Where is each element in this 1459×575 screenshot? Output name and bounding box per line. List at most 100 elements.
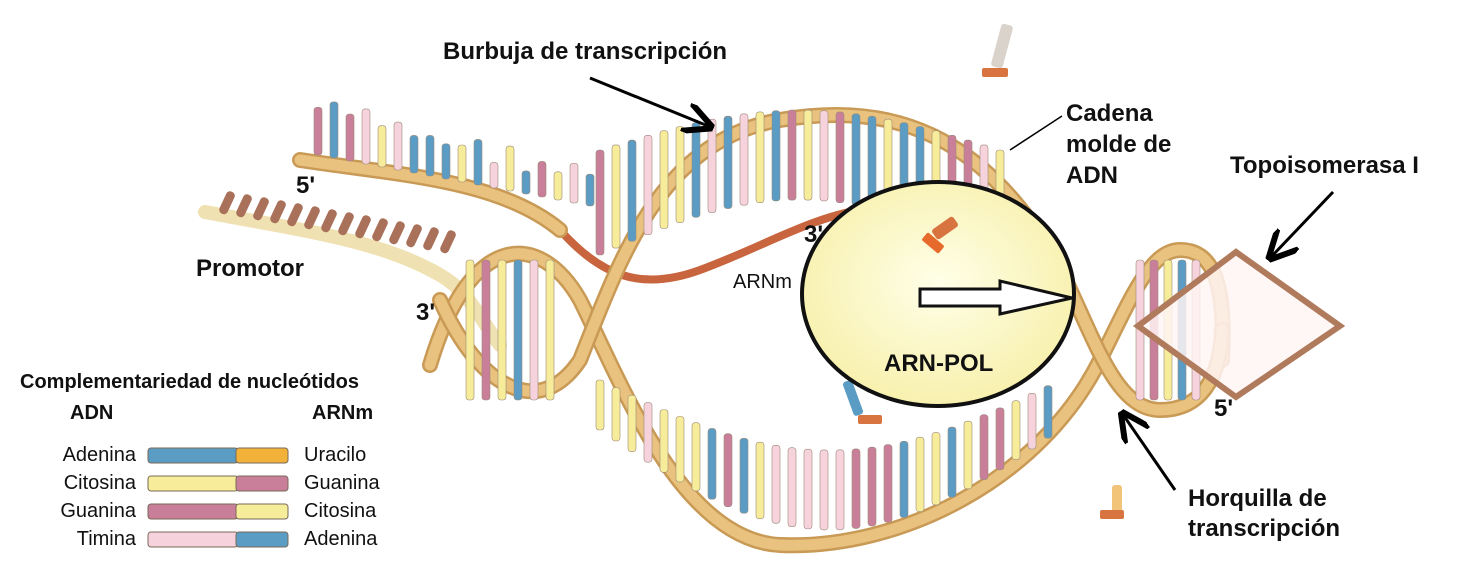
base-pair xyxy=(553,171,563,201)
legend-bar-dna xyxy=(147,475,239,492)
legend-row-2-rna: Guanina xyxy=(304,472,380,494)
five-prime-top-label: 5' xyxy=(296,172,316,199)
three-prime-rna-label: 3' xyxy=(804,221,824,248)
base-pair xyxy=(521,170,531,195)
base-pair xyxy=(497,259,507,401)
base-pair xyxy=(691,422,701,492)
promoter-label: Promotor xyxy=(196,255,304,282)
base-pair xyxy=(675,126,685,223)
free-nucleotide-under-pol xyxy=(842,380,882,424)
topoisomerase-label: Topoisomerasa I xyxy=(1230,152,1419,179)
base-pair xyxy=(627,139,637,242)
template-pointer-line xyxy=(1009,115,1063,151)
rna-polymerase-label: ARN-POL xyxy=(884,350,994,377)
base-pair xyxy=(545,259,555,401)
promoter-nucleotide xyxy=(236,194,252,218)
base-pair xyxy=(1011,400,1021,460)
base-pair xyxy=(691,122,701,218)
promoter-nucleotide xyxy=(389,221,405,245)
base-pair xyxy=(569,162,579,204)
promoter-nucleotide xyxy=(355,215,371,239)
mrna-label: ARNm xyxy=(733,271,792,293)
base-pair xyxy=(1027,393,1037,450)
base-pair xyxy=(595,149,605,256)
legend-bar-dna xyxy=(147,447,239,464)
fork-line-2: transcripción xyxy=(1188,515,1341,542)
fork-line-1: Horquilla de xyxy=(1188,485,1327,512)
base-pair xyxy=(883,444,893,523)
template-line-3: ADN xyxy=(1066,162,1118,189)
base-pair xyxy=(409,135,419,174)
base-pair xyxy=(915,436,925,512)
backbone-2 xyxy=(294,154,566,236)
fork-label: Horquilla de transcripción xyxy=(1188,484,1340,544)
base-pair xyxy=(835,449,845,531)
pol-nucleotide xyxy=(922,216,958,254)
legend-bar-dna xyxy=(147,503,239,520)
base-pair xyxy=(947,426,957,498)
promoter-nucleotide xyxy=(321,209,337,233)
base-pair xyxy=(995,407,1005,471)
promoter-nucleotide xyxy=(372,218,388,242)
base-pair xyxy=(1043,385,1053,439)
base-pair xyxy=(851,113,861,206)
legend-row-1-rna: Uracilo xyxy=(304,444,367,466)
base-pair xyxy=(819,110,829,202)
promoter-nucleotide xyxy=(440,230,456,254)
base-pair xyxy=(473,139,483,186)
base-pair xyxy=(707,428,717,500)
legend-row-2-dna: Citosina xyxy=(63,472,136,494)
base-pair xyxy=(425,135,435,177)
base-pair xyxy=(361,108,371,165)
promoter-nucleotide xyxy=(304,206,320,230)
base-pair xyxy=(723,115,733,209)
base-pair xyxy=(377,125,387,168)
promoter-nucleotide xyxy=(406,224,422,248)
base-pair xyxy=(835,111,845,203)
topoisomerase xyxy=(1132,248,1346,401)
legend-bar-rna xyxy=(235,475,289,492)
base-pair xyxy=(787,109,797,201)
backbone-0 xyxy=(424,244,1229,551)
base-pair xyxy=(659,409,669,473)
base-pair xyxy=(481,259,491,401)
legend-row-1-dna: Adenina xyxy=(62,444,136,466)
legend-bars xyxy=(147,447,289,548)
promoter-nucleotide xyxy=(338,212,354,236)
promoter-nucleotide xyxy=(253,197,269,221)
base-pair xyxy=(723,433,733,508)
base-pair xyxy=(611,144,621,249)
promoter-nucleotide xyxy=(270,200,286,224)
promoter-strand xyxy=(198,205,507,352)
legend-row-4-rna: Adenina xyxy=(304,528,378,550)
topo-arrow xyxy=(1272,190,1335,256)
base-pair xyxy=(529,259,539,401)
promoter-nucleotide xyxy=(219,191,235,215)
base-pair xyxy=(707,118,717,213)
base-pair xyxy=(963,420,973,490)
base-pair xyxy=(851,448,861,529)
base-pair xyxy=(931,432,941,506)
base-pair xyxy=(643,134,653,236)
base-pair xyxy=(489,162,499,189)
bubble-arrow xyxy=(589,76,708,126)
promoter-nucleotide xyxy=(423,227,439,251)
base-pair xyxy=(585,173,595,207)
base-pair xyxy=(313,106,323,156)
template-strand-label: Cadena molde de ADN xyxy=(1066,98,1171,191)
legend-bar-dna xyxy=(147,531,239,548)
base-pair xyxy=(899,440,909,518)
base-pair xyxy=(537,161,547,198)
base-pair xyxy=(505,145,515,192)
base-pair xyxy=(771,110,781,202)
base-pair xyxy=(611,387,621,442)
fork-arrow xyxy=(1124,416,1177,491)
base-pair xyxy=(643,402,653,463)
base-pair xyxy=(329,101,339,159)
base-pair xyxy=(739,437,749,514)
base-pair xyxy=(755,111,765,203)
base-pair xyxy=(595,379,605,431)
base-pair xyxy=(441,143,451,180)
base-pair xyxy=(513,259,523,401)
